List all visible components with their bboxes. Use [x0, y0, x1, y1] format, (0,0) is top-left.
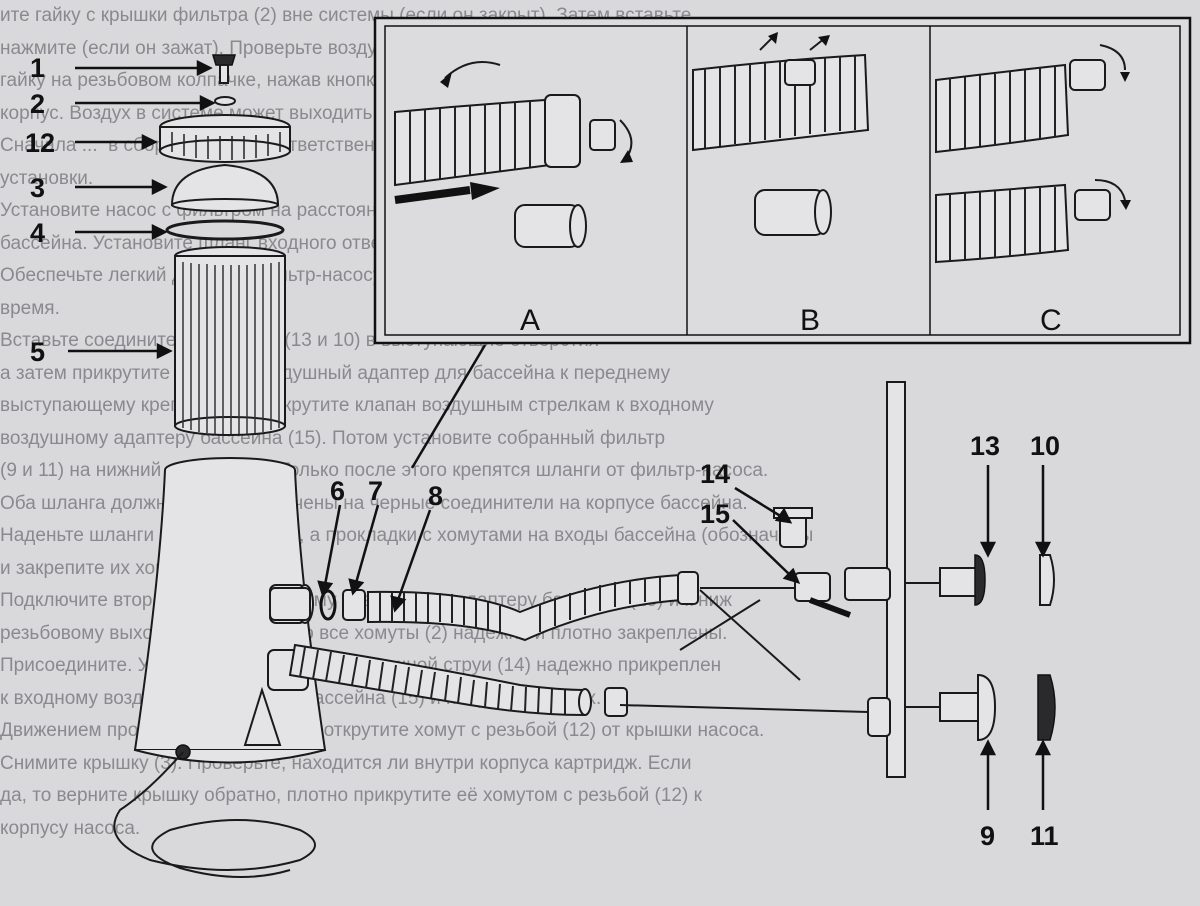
panel-c-label: C: [1040, 304, 1062, 337]
pool-wall-fittings: [619, 381, 1056, 778]
valve-o-ring: [214, 96, 236, 106]
power-cord: [113, 751, 316, 879]
filter-housing-exploded: [113, 54, 327, 879]
panel-a-label: A: [520, 304, 540, 337]
leader-arrows: [68, 59, 1052, 810]
filter-cartridge: [174, 246, 286, 436]
part-label-4: 4: [30, 218, 45, 248]
hose-clamp: [342, 589, 366, 621]
background-text-line: время.: [0, 297, 60, 319]
part-number-labels: 1 2 12 3 4 5 6 7 8 14 15 13 10 9 11: [25, 53, 1060, 851]
threaded-collar: [159, 114, 291, 163]
part-label-8: 8: [428, 481, 443, 511]
part-label-10: 10: [1030, 431, 1060, 461]
part-label-7: 7: [368, 476, 383, 506]
inset-panels: A B: [373, 16, 1192, 345]
part-label-5: 5: [30, 337, 45, 367]
pool-inlet-adapter: [794, 572, 831, 602]
panel-b-label: B: [800, 304, 820, 337]
part-label-1: 1: [30, 53, 45, 83]
panel-c-hoses: C: [935, 44, 1131, 337]
filter-cover: [170, 163, 280, 206]
panel-a-hose: A: [394, 61, 633, 337]
part-label-15: 15: [700, 499, 730, 529]
part-label-11: 11: [1030, 821, 1059, 851]
part-label-13: 13: [970, 431, 1000, 461]
connection-hoses: [269, 571, 699, 717]
part-label-12: 12: [25, 128, 55, 158]
air-valve-knob: [211, 54, 237, 66]
hose-adapter: [269, 587, 311, 621]
part-label-6: 6: [330, 476, 345, 506]
air-valve-stem: [219, 64, 229, 84]
background-text-line: корпусу насоса.: [0, 817, 141, 839]
part-label-2: 2: [30, 89, 45, 119]
panel-b-hose: B: [692, 32, 870, 337]
part-label-14: 14: [700, 459, 730, 489]
adapter-gasket: [319, 589, 337, 621]
part-label-9: 9: [980, 821, 995, 851]
part-label-3: 3: [30, 173, 45, 203]
background-text-line: да, то верните крышку обратно, плотно пр…: [0, 785, 702, 806]
cover-o-ring: [165, 219, 285, 241]
background-text-line: установки.: [0, 167, 94, 189]
